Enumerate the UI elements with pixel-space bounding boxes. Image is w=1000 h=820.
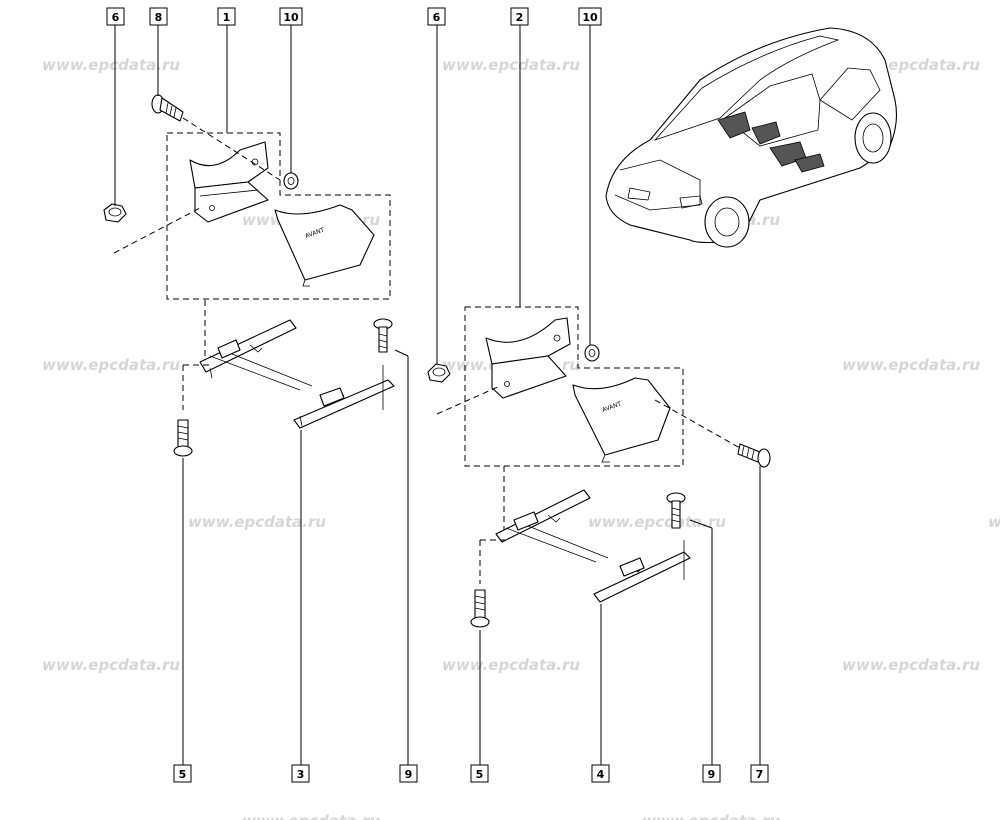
bolt-part-9-right <box>666 492 686 580</box>
callout-6-top-right: 6 <box>427 7 446 26</box>
callout-label: 3 <box>297 768 305 781</box>
watermark: www.epcdata.ru <box>242 812 380 820</box>
callout-9-right: 9 <box>702 764 721 783</box>
callout-10-right: 10 <box>578 7 602 26</box>
bolt-part-9-left <box>373 318 393 410</box>
callout-label: 5 <box>476 768 484 781</box>
bolt-part-7 <box>654 399 771 468</box>
callout-9-left: 9 <box>399 764 418 783</box>
seat-rail-part-4 <box>495 489 691 603</box>
watermark: www.epcdata.ru <box>442 656 580 674</box>
seat-bracket-part-1 <box>189 141 269 223</box>
group-outline-right <box>464 306 684 467</box>
callout-label: 10 <box>582 11 598 24</box>
callout-label: 9 <box>405 768 413 781</box>
callout-5-right: 5 <box>470 764 489 783</box>
callout-label: 6 <box>433 11 441 24</box>
washer-part-10-left <box>283 172 299 190</box>
bolt-part-8 <box>151 94 281 181</box>
watermark: www.epcdata.ru <box>42 656 180 674</box>
callout-label: 10 <box>283 11 299 24</box>
callout-4: 4 <box>591 764 610 783</box>
watermark: www.epcdata.ru <box>642 812 780 820</box>
callout-label: 4 <box>597 768 605 781</box>
callout-label: 7 <box>756 768 764 781</box>
callout-label: 5 <box>179 768 187 781</box>
watermark: www.epcdata.ru <box>842 356 980 374</box>
bolt-part-5-left <box>173 364 210 457</box>
callout-label: 1 <box>223 11 231 24</box>
watermark: www.epcdata.ru <box>42 56 180 74</box>
callout-5-left: 5 <box>173 764 192 783</box>
callout-3: 3 <box>291 764 310 783</box>
callout-label: 8 <box>155 11 163 24</box>
callout-7: 7 <box>750 764 769 783</box>
callout-label: 6 <box>112 11 120 24</box>
seat-rail-part-3 <box>199 319 395 429</box>
callout-label: 9 <box>708 768 716 781</box>
watermark: www.epcdata.ru <box>588 513 726 531</box>
callout-2: 2 <box>510 7 529 26</box>
bolt-part-5-right <box>470 539 505 628</box>
watermark: www.epcdata.ru <box>42 356 180 374</box>
watermark: www.epcdata.ru <box>842 656 980 674</box>
callout-6-top-left: 6 <box>106 7 125 26</box>
watermark: www.epcdata.ru <box>442 56 580 74</box>
car-illustration <box>605 27 897 248</box>
seat-bracket-part-2 <box>485 317 571 399</box>
watermark: www.epcdata.ru <box>988 513 1000 531</box>
nut-part-6-left <box>103 203 201 254</box>
group-outline-left <box>166 132 391 300</box>
callout-8: 8 <box>149 7 168 26</box>
cover-plate-right: AVANT <box>572 377 671 463</box>
callout-label: 2 <box>516 11 524 24</box>
callout-1: 1 <box>217 7 236 26</box>
washer-part-10-right <box>584 344 600 362</box>
watermark: www.epcdata.ru <box>188 513 326 531</box>
cover-plate-left: AVANT <box>274 204 375 287</box>
nut-part-6-right <box>427 363 501 415</box>
callout-10-left: 10 <box>279 7 303 26</box>
